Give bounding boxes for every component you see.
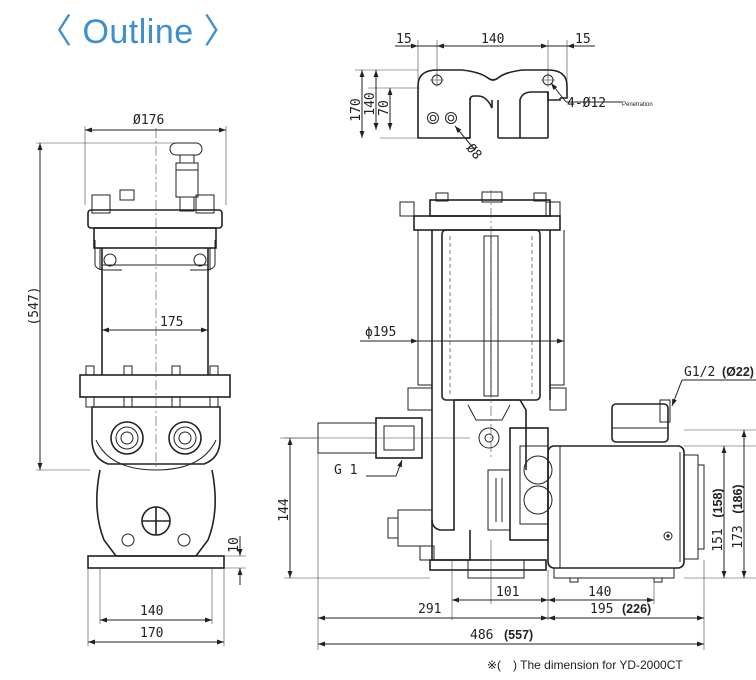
dim-width-486: 486: [470, 628, 493, 643]
front-view: Ø176 (547) 175: [27, 113, 246, 646]
footnote: ※( ) The dimension for YD-2000CT: [487, 658, 683, 672]
dim-base-170: 170: [140, 626, 163, 641]
dim-phi195: ϕ195: [365, 325, 396, 340]
dim-width-175: 175: [160, 315, 183, 330]
dim-height-173: 173: [731, 525, 746, 548]
dim-width-195-alt: (226): [622, 602, 651, 616]
dim-holes-note: Penetration: [622, 102, 653, 108]
dim-height-173-alt: (186): [731, 484, 745, 513]
dim-height-151: 151: [711, 528, 726, 551]
page-title: 〈 Outline 〉: [38, 13, 239, 51]
dim-width-195: 195: [590, 602, 613, 617]
dim-g1-inlet: G 1: [334, 463, 357, 478]
dim-top-15-right: 15: [575, 32, 591, 47]
dim-width-101: 101: [496, 585, 519, 600]
dim-base-140: 140: [140, 604, 163, 619]
dim-width-486-alt: (557): [504, 628, 533, 642]
dim-top-70: 70: [377, 100, 392, 116]
dim-phi176: Ø176: [133, 113, 164, 128]
dim-width-140b: 140: [588, 585, 611, 600]
dim-slot-phi8: Ø8: [463, 141, 485, 163]
dim-top-140: 140: [481, 32, 504, 47]
dim-height-547: (547): [27, 286, 42, 325]
top-view-foot-plan: 15 140 15 4-Ø12 Penetration Ø8: [349, 32, 653, 163]
dim-top-170: 170: [349, 98, 364, 121]
dim-height-151-alt: (158): [711, 488, 725, 517]
dim-base-10: 10: [227, 537, 242, 553]
dim-top-15-left: 15: [396, 32, 412, 47]
dim-g12-alt: (Ø22): [722, 365, 754, 379]
dim-g12-drain: G1/2: [684, 365, 715, 380]
dim-top-140v: 140: [363, 92, 378, 115]
dim-holes-4-phi12: 4-Ø12: [567, 96, 606, 111]
dim-height-144: 144: [277, 498, 292, 522]
dim-width-291: 291: [418, 602, 441, 617]
side-view: ϕ195 G 1: [277, 190, 756, 650]
